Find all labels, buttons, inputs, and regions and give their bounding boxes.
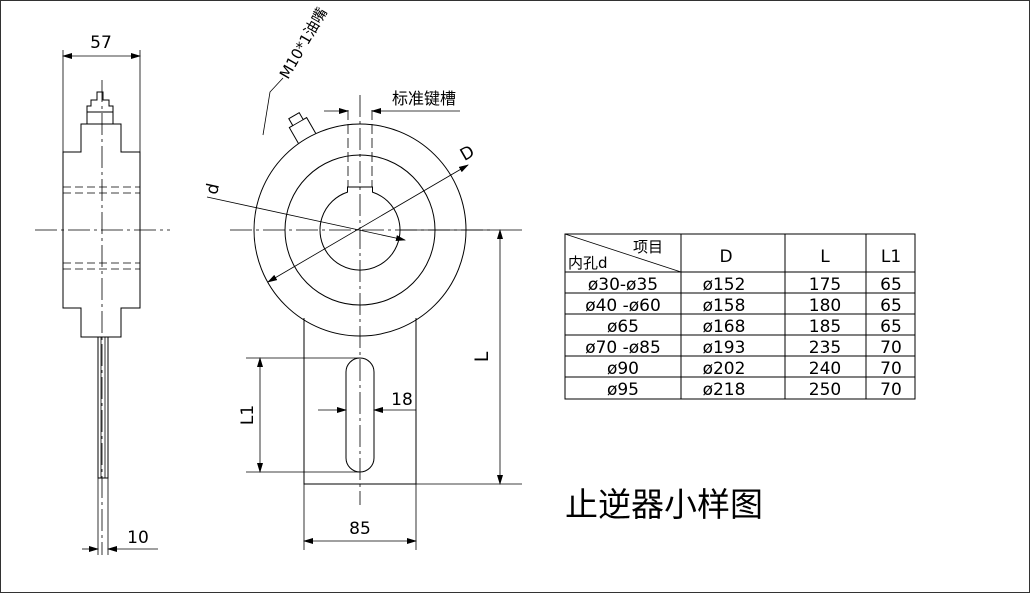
table-cell: ø152 — [703, 275, 746, 295]
spec-table: 项目 内孔d D L L1 ø30-ø35 ø152 175 65 ø40 -ø… — [564, 233, 916, 400]
dim-bore-d: d — [202, 182, 224, 197]
dim-length-L: L — [471, 351, 493, 362]
table-cell: 65 — [880, 275, 902, 295]
table-cell: 250 — [809, 380, 841, 400]
table-header-bore: 内孔d — [568, 254, 608, 272]
dim-outer-D: D — [457, 142, 478, 166]
table-cell: 185 — [809, 317, 841, 337]
table-cell: ø202 — [703, 359, 746, 379]
table-cell: ø40 -ø60 — [585, 296, 661, 316]
dim-plate-width: 85 — [349, 519, 371, 539]
table-cell: 175 — [809, 275, 841, 295]
table-header-item: 项目 — [633, 238, 663, 256]
drawing-title: 止逆器小样图 — [565, 485, 763, 524]
table-cell: 65 — [880, 296, 902, 316]
dim-slot-width: 18 — [391, 390, 413, 410]
table-cell: ø30-ø35 — [588, 275, 658, 295]
table-col-L1: L1 — [881, 247, 901, 267]
table-cell: 235 — [809, 338, 841, 358]
thread-note: M10*1油嘴 — [276, 5, 331, 82]
table-cell: 240 — [809, 359, 841, 379]
table-cell: 70 — [880, 338, 902, 358]
table-cell: ø90 — [607, 359, 639, 379]
front-view: d D M10*1油嘴 标准键槽 L L1 18 85 — [202, 5, 522, 550]
table-cell: 70 — [880, 359, 902, 379]
side-view: 57 10 — [35, 33, 170, 555]
table-cell: ø70 -ø85 — [585, 338, 661, 358]
keyway-note: 标准键槽 — [392, 89, 456, 108]
dim-side-shaft: 10 — [127, 528, 149, 548]
dim-length-L1: L1 — [238, 405, 258, 425]
table-cell: ø95 — [607, 380, 639, 400]
table-cell: ø158 — [703, 296, 746, 316]
table-col-L: L — [820, 247, 830, 267]
table-cell: ø218 — [703, 380, 746, 400]
dim-side-width: 57 — [90, 33, 112, 53]
table-cell: ø193 — [703, 338, 746, 358]
table-cell: 180 — [809, 296, 841, 316]
table-cell: ø65 — [607, 317, 639, 337]
table-cell: 65 — [880, 317, 902, 337]
table-col-D: D — [719, 247, 732, 267]
table-cell: 70 — [880, 380, 902, 400]
table-cell: ø168 — [703, 317, 746, 337]
